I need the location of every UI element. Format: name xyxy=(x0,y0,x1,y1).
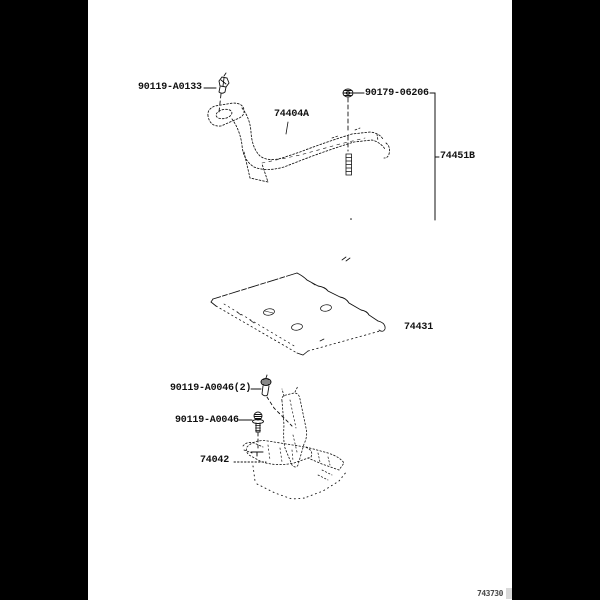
dashed-line-dot xyxy=(350,218,352,220)
part-label-74404a: 74404A xyxy=(274,109,309,120)
tray-74431-drawing xyxy=(210,272,386,356)
clamp-74404a-drawing xyxy=(207,102,390,183)
part-label-74042: 74042 xyxy=(200,455,230,466)
part-label-90179-06206: 90179-06206 xyxy=(365,88,429,99)
assembly-dashed-line-bolt-upper xyxy=(266,396,293,427)
diagram-paper: 90119-A0133 90179-06206 74404A 74451B 74… xyxy=(88,0,512,600)
leader-line-74404a xyxy=(285,121,289,135)
dashed-line-mark xyxy=(341,256,351,262)
flange-bolt-icon xyxy=(260,374,272,397)
parts-diagram-linework xyxy=(203,72,440,500)
flange-bolt-icon xyxy=(218,72,230,94)
part-label-74451b: 74451B xyxy=(440,151,475,162)
assembly-dashed-line-bolt xyxy=(218,93,222,113)
corner-artifact xyxy=(506,588,512,599)
figure-number: 743730 xyxy=(477,589,503,598)
clamp-rod-thread xyxy=(345,153,352,176)
carrier-bolt-seat-mark xyxy=(250,451,264,457)
part-label-90119-a0046-2: 90119-A0046(2) xyxy=(170,383,252,394)
bracket-line-74451b xyxy=(429,92,440,221)
flange-nut-icon xyxy=(342,88,354,98)
part-label-90119-a0133: 90119-A0133 xyxy=(138,82,202,93)
battery-outline-dotted xyxy=(252,465,348,500)
flange-bolt-icon xyxy=(252,411,264,433)
part-label-74431: 74431 xyxy=(404,322,434,333)
part-label-90119-a0046: 90119-A0046 xyxy=(175,415,239,426)
carrier-74042-drawing xyxy=(242,385,345,481)
